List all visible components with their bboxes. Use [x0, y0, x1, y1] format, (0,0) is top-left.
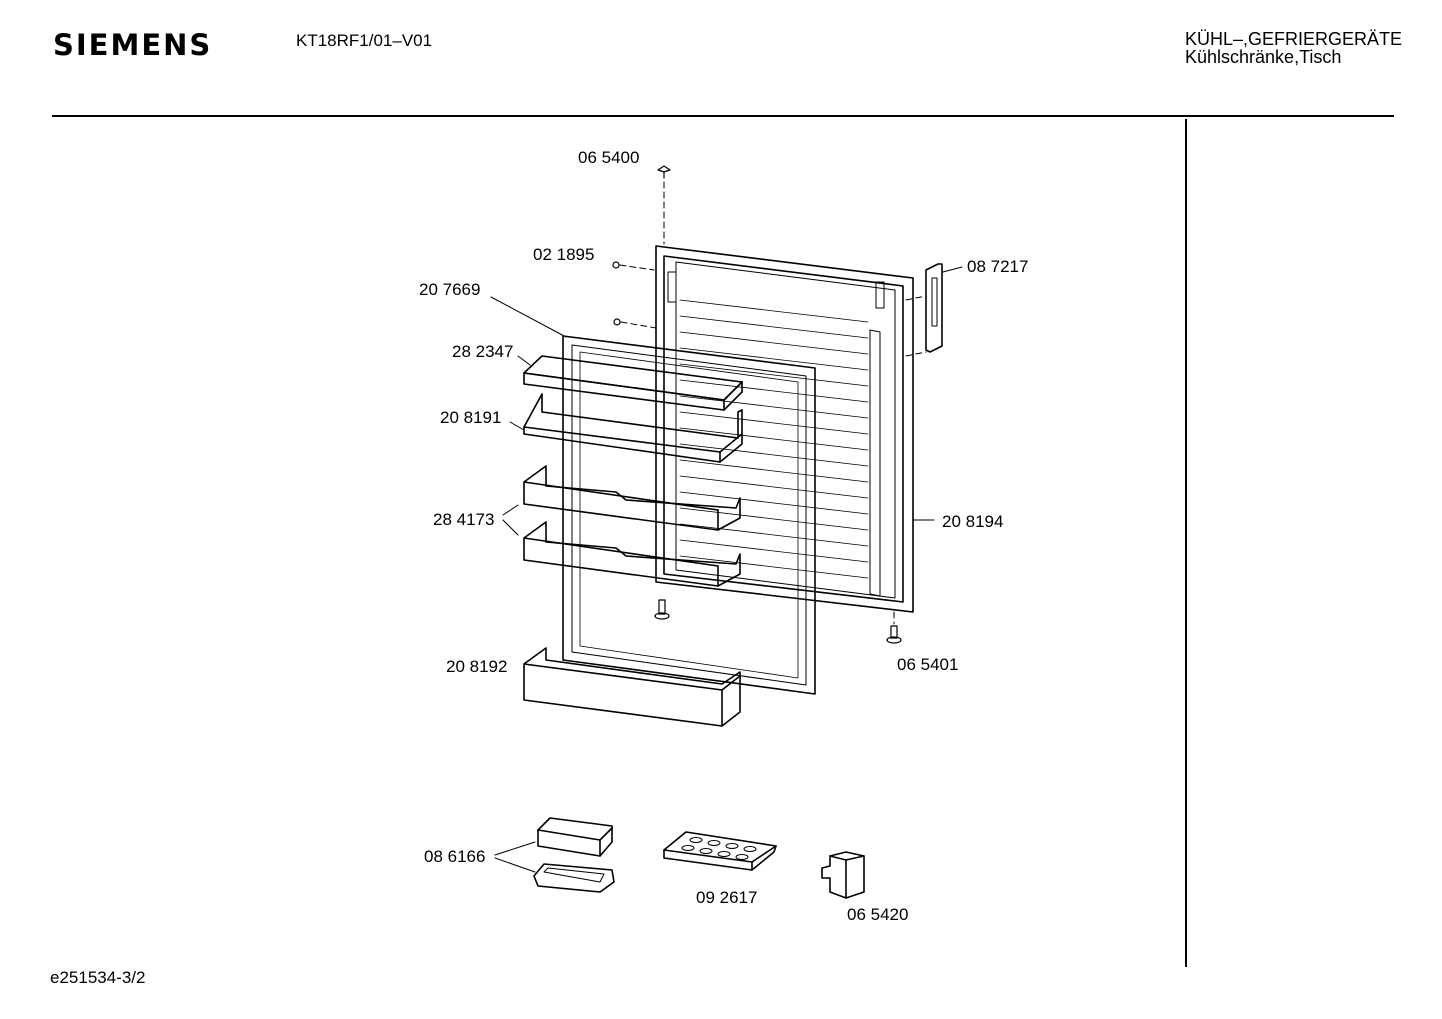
hinge-pin-bottom	[886, 625, 902, 644]
category-line-2: Kühlschränke,Tisch	[1185, 47, 1342, 67]
model-number: KT18RF1/01–V01	[296, 31, 433, 50]
screws	[612, 261, 621, 326]
butter-dish-lid	[537, 817, 613, 857]
brand-logo: SIEMENS	[53, 28, 213, 62]
part-label-065400: 06 5400	[578, 148, 640, 167]
part-label-065401: 06 5401	[897, 655, 959, 674]
part-label-086166: 08 6166	[424, 847, 486, 866]
outer-door-panel	[655, 245, 914, 613]
door-shelf-top	[523, 355, 743, 411]
leader-lines	[490, 266, 963, 873]
part-label-092617: 09 2617	[696, 888, 758, 907]
bottle-shelf	[523, 647, 741, 727]
header-rule	[52, 115, 1394, 117]
part-label-282347: 28 2347	[452, 342, 514, 361]
part-label-065420: 06 5420	[847, 905, 909, 924]
part-label-284173: 28 4173	[433, 510, 495, 529]
assembly-lines	[619, 181, 927, 625]
ice-cube-box	[821, 851, 865, 899]
egg-tray	[663, 831, 777, 871]
part-label-207669: 20 7669	[419, 280, 481, 299]
door-shelf-middle	[523, 465, 741, 531]
side-rule	[1185, 119, 1187, 967]
hinge-pin-top	[657, 165, 671, 179]
part-label-208194: 20 8194	[942, 512, 1004, 531]
category-label: KÜHL–,GEFRIERGERÄTE Kühlschränke,Tisch	[1185, 30, 1402, 66]
door-gasket-frame	[562, 335, 816, 695]
hinge-pin-middle	[654, 599, 670, 620]
part-label-208191: 20 8191	[440, 408, 502, 427]
drawing-id: e251534-3/2	[50, 968, 146, 987]
part-label-087217: 08 7217	[967, 257, 1029, 276]
category-line-1: KÜHL–,GEFRIERGERÄTE	[1185, 29, 1403, 49]
door-shelf-upper	[523, 393, 743, 463]
butter-dish-base	[533, 863, 615, 893]
door-shelf-lower	[523, 521, 741, 587]
part-label-208192: 20 8192	[446, 657, 508, 676]
part-label-021895: 02 1895	[533, 245, 595, 264]
door-handle	[925, 263, 943, 353]
